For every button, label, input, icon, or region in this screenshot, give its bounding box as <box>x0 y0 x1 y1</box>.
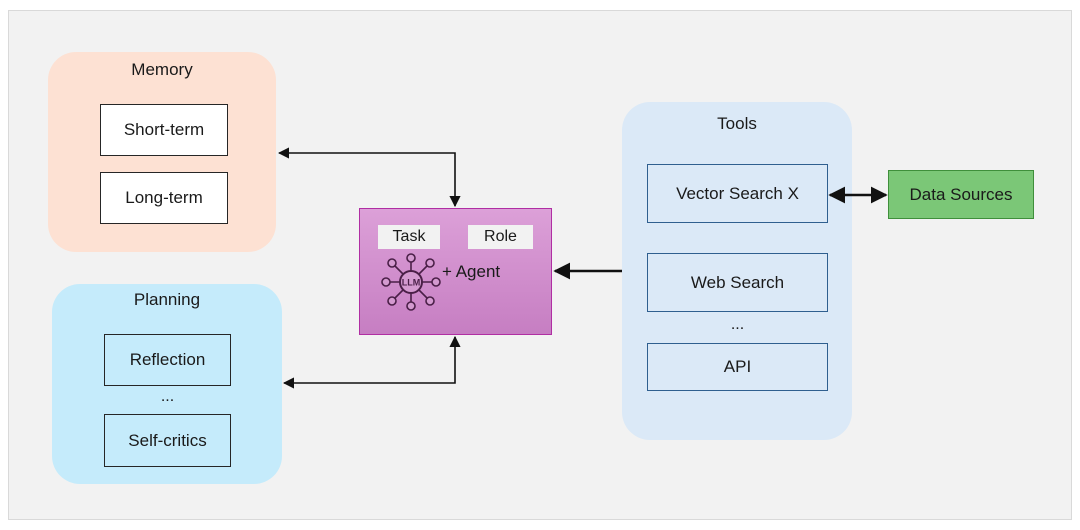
agent-label: + Agent <box>442 262 501 281</box>
arrow-agent-memory <box>277 147 461 208</box>
tools-web-search-box: Web Search <box>647 253 828 312</box>
planning-ellipsis: ... <box>160 388 175 405</box>
memory-group: Memory Short-term Long-term <box>48 52 276 252</box>
agent-role-tag: Role <box>468 225 533 249</box>
planning-self-critics-box: Self-critics <box>104 414 231 467</box>
llm-label: LLM <box>402 278 421 288</box>
tools-vector-search-box: Vector Search X <box>647 164 828 223</box>
llm-network-icon: LLM <box>381 253 441 311</box>
tools-ellipsis: ... <box>730 316 745 333</box>
planning-group: Planning Reflection ... Self-critics <box>52 284 282 484</box>
memory-long-term-box: Long-term <box>100 172 228 224</box>
tools-api-box: API <box>647 343 828 391</box>
data-sources-box: Data Sources <box>888 170 1034 219</box>
memory-title: Memory <box>131 60 193 79</box>
tools-title: Tools <box>717 114 757 133</box>
planning-reflection-box: Reflection <box>104 334 231 386</box>
agent-box: Task Role LLM + Agent <box>359 208 552 335</box>
planning-title: Planning <box>133 290 201 309</box>
tools-group: Tools Vector Search X Web Search ... API <box>622 102 852 440</box>
agent-task-tag: Task <box>378 225 440 249</box>
memory-short-term-box: Short-term <box>100 104 228 156</box>
arrow-agent-planning <box>282 335 461 389</box>
